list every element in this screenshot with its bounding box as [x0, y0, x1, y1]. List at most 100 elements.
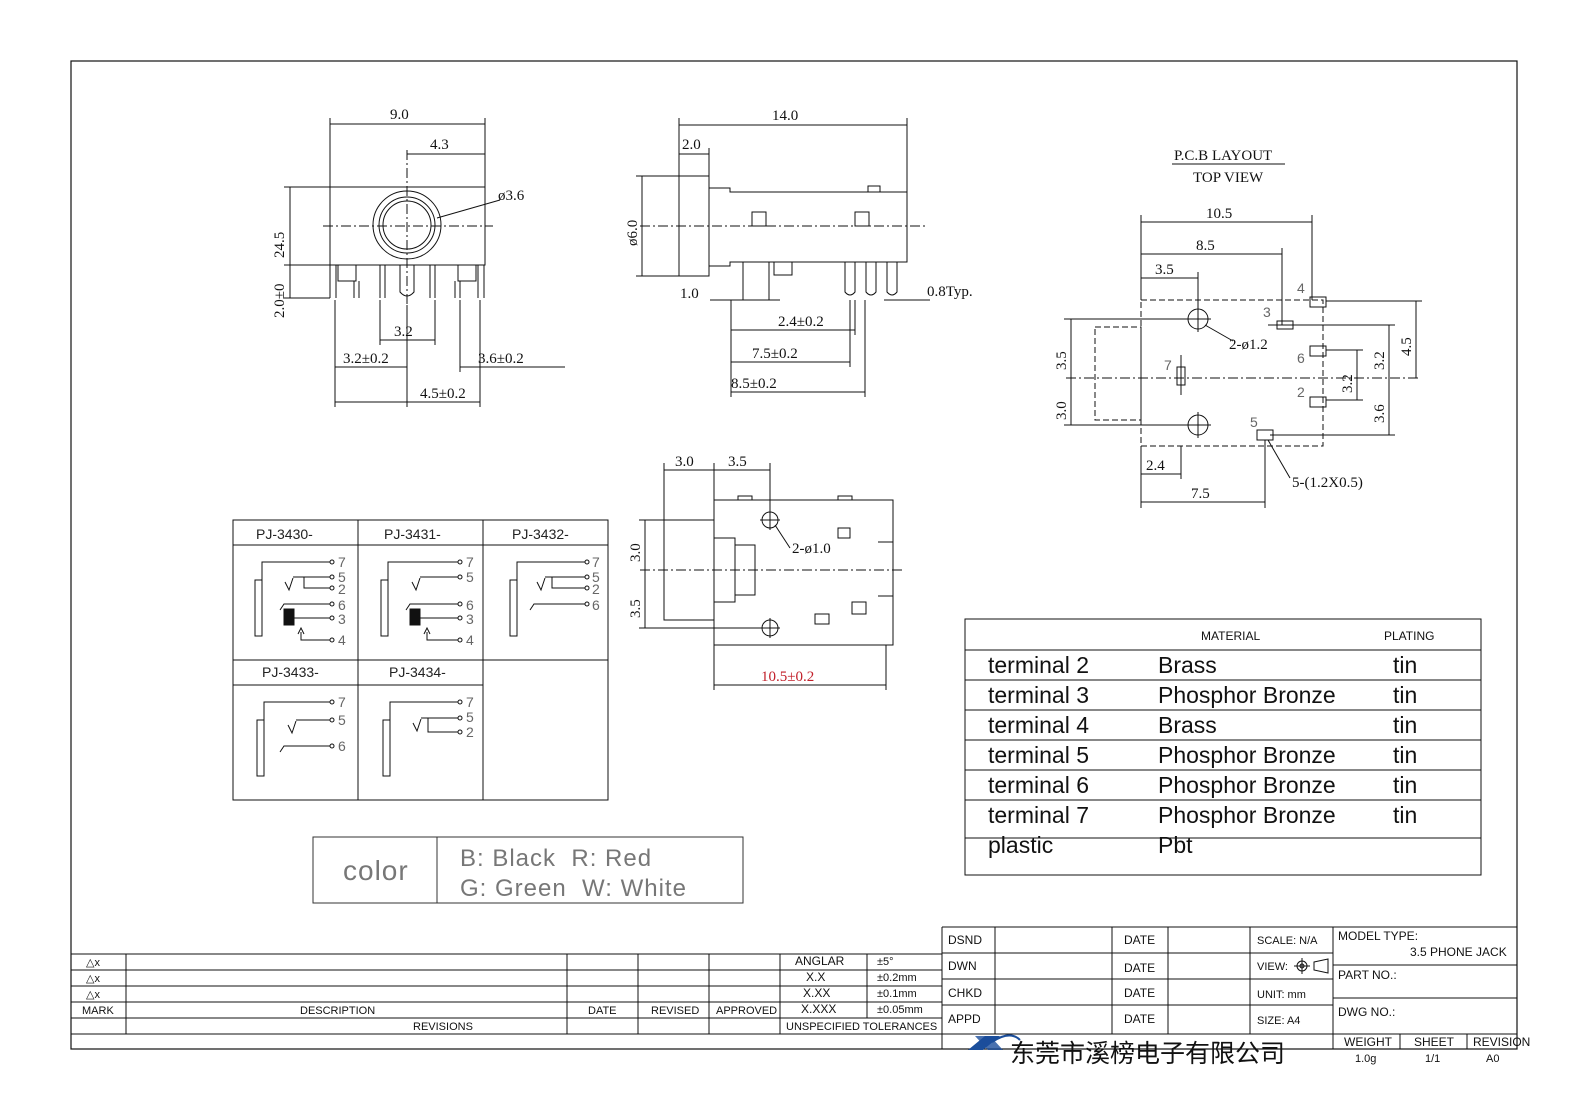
tolerances-block: ANGLAR ±5° X.X ±0.2mm X.XX ±0.1mm X.XXX … — [786, 954, 937, 1033]
side-view — [636, 118, 930, 397]
color-legend: color B: Black R: Red G: Green W: White — [312, 836, 744, 904]
material-name: Brass — [1158, 712, 1217, 738]
pcb-title: P.C.B LAYOUT — [1174, 148, 1272, 164]
dim-bore: ø3.6 — [498, 188, 525, 204]
dim-pcb-bottom-b: 7.5 — [1191, 486, 1210, 502]
dim-pcb-w-hole: 3.5 — [1155, 262, 1174, 278]
variant-pin-label: 5 — [592, 569, 600, 585]
col-description: DESCRIPTION — [300, 1005, 375, 1017]
material-name: Phosphor Bronze — [1158, 802, 1336, 828]
pcb-subtitle: TOP VIEW — [1193, 170, 1264, 186]
bottom-view — [639, 463, 905, 690]
tolerance-value: ±0.05mm — [877, 1004, 923, 1016]
dim-width: 9.0 — [390, 107, 409, 123]
info-block: SCALE: N/A VIEW: UNIT: mm SIZE: A4 — [1257, 935, 1329, 1027]
revision-mark: △x — [86, 989, 100, 1001]
info-scale: SCALE: N/A — [1257, 935, 1318, 947]
pcb-pad-label: 4 — [1297, 280, 1305, 296]
tolerance-key: X.XXX — [801, 1002, 836, 1016]
material-name: Phosphor Bronze — [1158, 682, 1336, 708]
variant-3430-pins — [329, 559, 335, 643]
variant-pin-label: 3 — [466, 611, 474, 627]
dim-pcb-right-total: 4.5 — [1399, 337, 1415, 356]
sheet-border — [70, 60, 1518, 1050]
bottom-view-dims: 3.0 3.5 3.0 3.5 2-ø1.0 10.5±0.2 — [628, 454, 831, 685]
bottom-hole-note: 2-ø1.0 — [792, 541, 831, 557]
material-part: terminal 4 — [988, 712, 1089, 738]
sheet-label: SHEET — [1414, 1035, 1455, 1049]
info-size: SIZE: A4 — [1257, 1015, 1300, 1027]
material-plating: tin — [1393, 742, 1417, 768]
front-view — [284, 118, 565, 407]
dim-pcb-right-a: 3.2 — [1372, 351, 1388, 370]
material-part: terminal 7 — [988, 802, 1089, 828]
title-block-lines — [71, 926, 1517, 1050]
variant-pin-label: 6 — [592, 597, 600, 613]
dim-d2: 7.5±0.2 — [752, 346, 798, 362]
variant-pin-label: 7 — [466, 694, 474, 710]
material-name: Brass — [1158, 652, 1217, 678]
variant-model: PJ-3430- — [256, 526, 313, 542]
title-block: MODEL TYPE: 3.5 PHONE JACK PART NO.: DWG… — [1338, 929, 1530, 1065]
dim-pcb-bottom-a: 2.4 — [1146, 458, 1165, 474]
material-part: terminal 5 — [988, 742, 1089, 768]
revisions-block: △x △x △x MARK DESCRIPTION DATE REVISED A… — [82, 957, 777, 1033]
revision-mark: △x — [86, 957, 100, 969]
weight-value: 1.0g — [1355, 1053, 1376, 1065]
side-view-dims: 14.0 2.0 ø6.0 1.0 0.8Typ. 2.4±0.2 7.5±0.… — [625, 108, 973, 392]
variant-pin-label: 5 — [338, 712, 346, 728]
dim-center-offset: 4.3 — [430, 137, 449, 153]
material-plating: tin — [1393, 682, 1417, 708]
signoff-date-label: DATE — [1124, 986, 1155, 1000]
variants-grid — [232, 519, 609, 801]
variant-pin-label: 3 — [338, 611, 346, 627]
part-no-label: PART NO.: — [1338, 968, 1397, 982]
dim-bottom-left-a: 3.0 — [628, 543, 644, 562]
material-part: terminal 3 — [988, 682, 1089, 708]
variant-pin-label: 2 — [338, 581, 346, 597]
company-logo — [968, 1034, 1021, 1050]
dim-pin-thickness: 0.8Typ. — [927, 284, 973, 300]
sheet-value: 1/1 — [1425, 1053, 1440, 1065]
company-name: 东莞市溪榜电子有限公司 — [1010, 1039, 1285, 1068]
variant-pin-label: 7 — [338, 554, 346, 570]
variant-pin-label: 7 — [338, 694, 346, 710]
signoff-label: CHKD — [948, 986, 982, 1000]
signoff-date-label: DATE — [1124, 933, 1155, 947]
dim-bottom-left-b: 3.5 — [628, 599, 644, 618]
signoff-block: DSND DWN CHKD APPD DATE DATE DATE DATE — [948, 933, 1155, 1026]
variant-pin-label: 6 — [338, 597, 346, 613]
dwg-no-label: DWG NO.: — [1338, 1005, 1395, 1019]
dim-d1: 2.4±0.2 — [778, 314, 824, 330]
tolerance-key: X.XX — [803, 986, 830, 1000]
variant-model: PJ-3434- — [389, 664, 446, 680]
dim-height: 24.5 — [272, 232, 288, 258]
material-name: Phosphor Bronze — [1158, 772, 1336, 798]
dim-pin-offset: 1.0 — [680, 286, 699, 302]
variant-pin-label: 6 — [338, 738, 346, 754]
variants-labels: PJ-3430- PJ-3431- PJ-3432- PJ-3433- PJ-3… — [256, 526, 600, 754]
pcb-pad-note: 5-(1.2X0.5) — [1292, 475, 1363, 491]
dim-bottom-top-b: 3.5 — [728, 454, 747, 470]
dim-pcb-right-c: 3.6 — [1372, 404, 1388, 423]
model-type-label: MODEL TYPE: — [1338, 929, 1418, 943]
signoff-date-label: DATE — [1124, 1012, 1155, 1026]
variant-pin-label: 7 — [466, 554, 474, 570]
dim-d3: 8.5±0.2 — [731, 376, 777, 392]
model-type: 3.5 PHONE JACK — [1410, 945, 1507, 959]
variant-pin-label: 5 — [466, 569, 474, 585]
info-view: VIEW: — [1257, 961, 1288, 973]
variant-model: PJ-3433- — [262, 664, 319, 680]
dim-right-pitch: 3.6±0.2 — [478, 351, 524, 367]
revisions-footer: REVISIONS — [413, 1021, 473, 1033]
pcb-layout — [1064, 215, 1422, 508]
variant-pin-label: 4 — [466, 632, 474, 648]
dim-collar: 2.0 — [682, 137, 701, 153]
revision-mark: △x — [86, 973, 100, 985]
variant-pin-label: 2 — [592, 581, 600, 597]
col-mark: MARK — [82, 1005, 114, 1017]
dim-pin-length: 2.0±0 — [272, 284, 288, 318]
variant-pin-label: 5 — [338, 569, 346, 585]
material-plating: tin — [1393, 772, 1417, 798]
